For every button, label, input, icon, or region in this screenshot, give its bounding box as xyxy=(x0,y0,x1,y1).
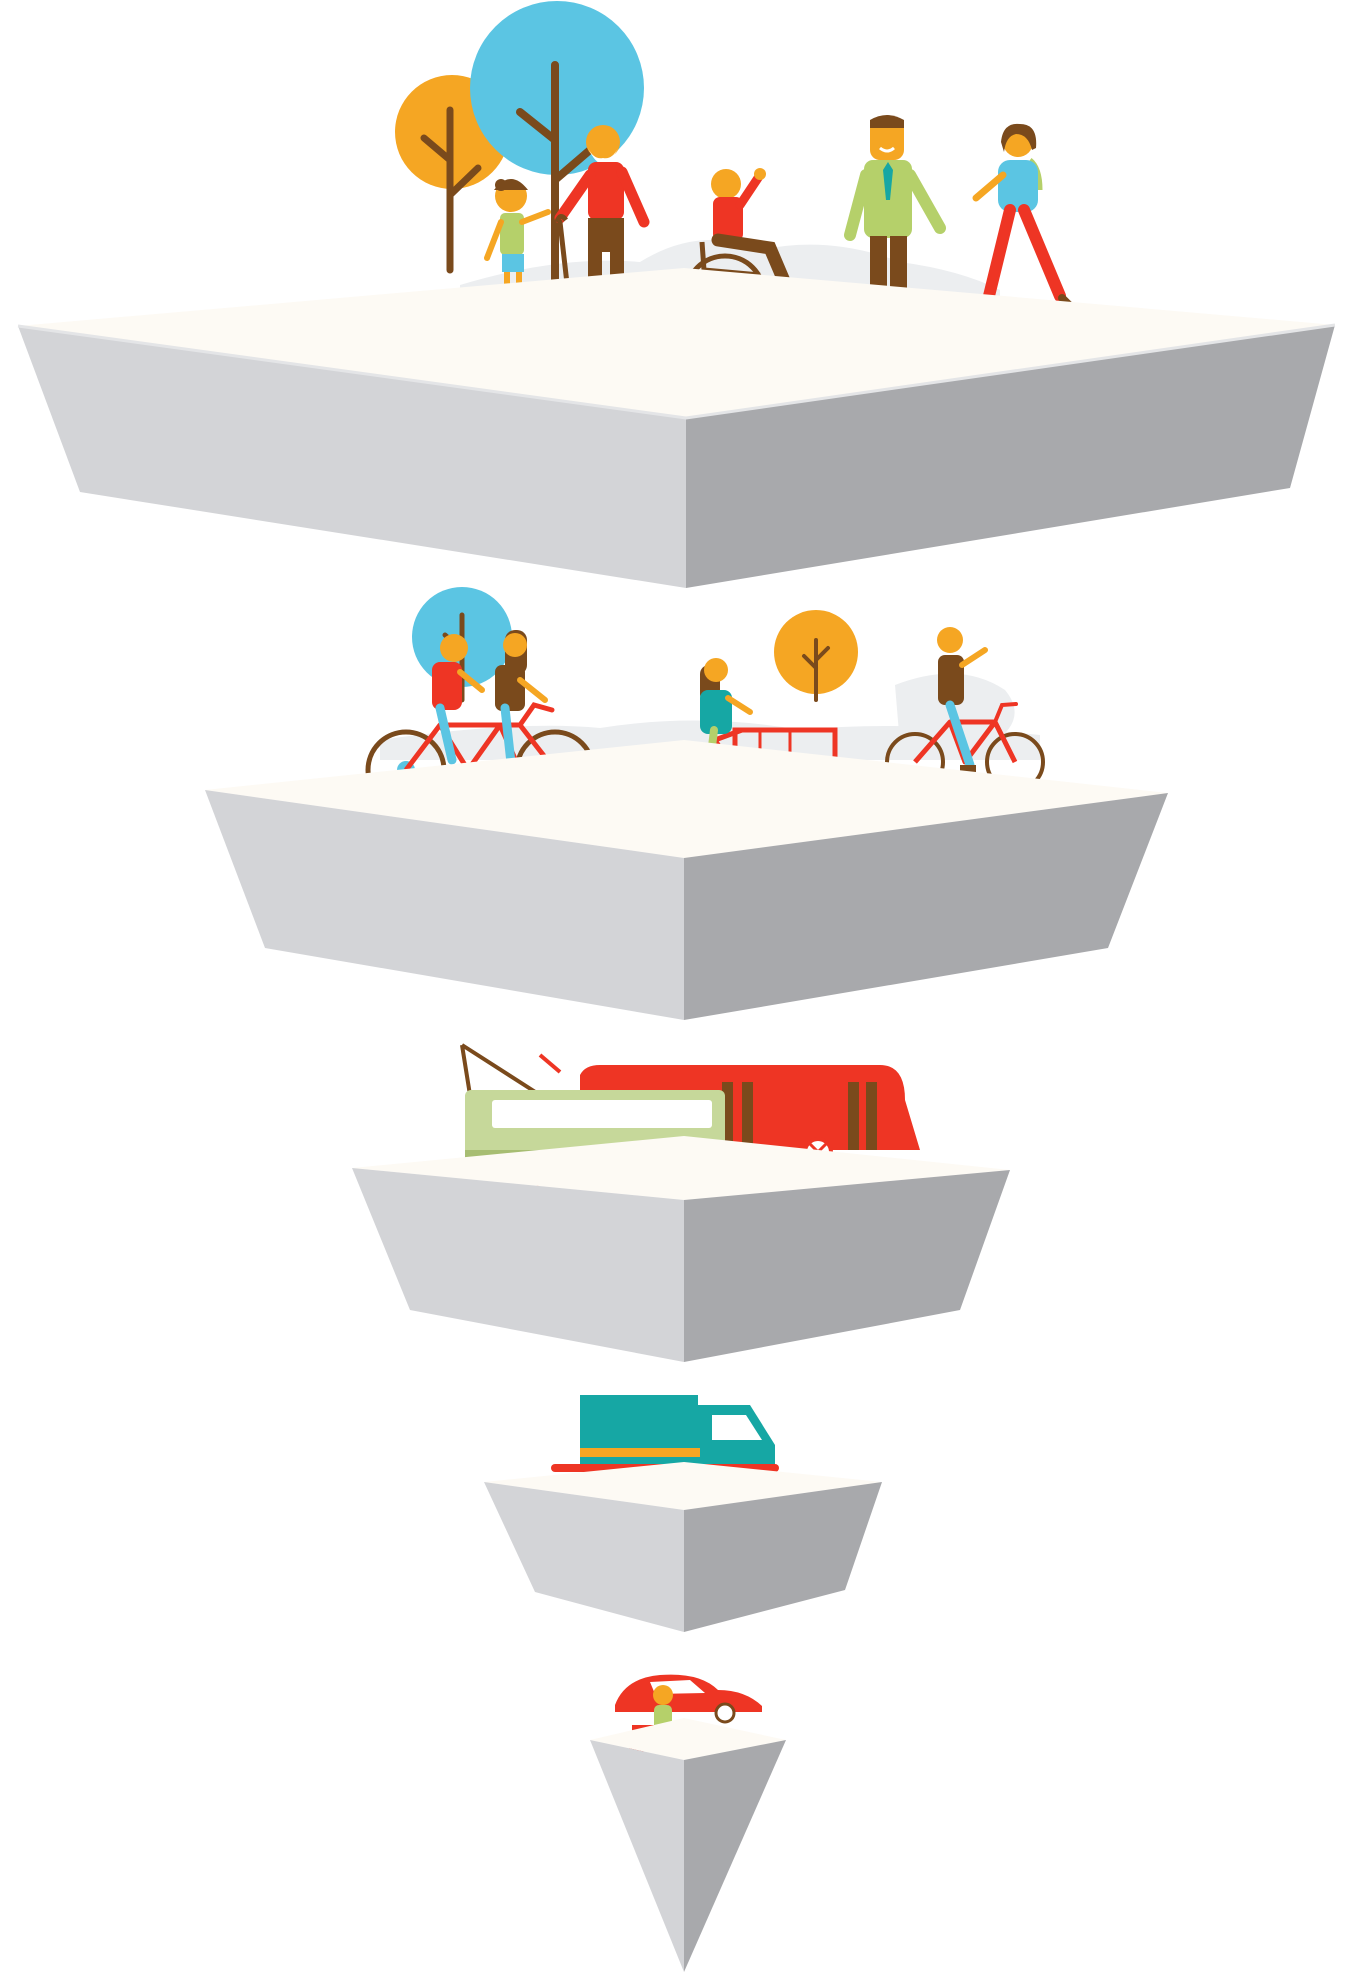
tier-cyclists xyxy=(205,587,1168,1020)
tree-icon xyxy=(774,610,858,700)
tier-public-transport xyxy=(352,1045,1010,1362)
tier-freight xyxy=(484,1395,882,1632)
platform-tier-1 xyxy=(18,268,1335,588)
platform-tier-3 xyxy=(352,1136,1010,1362)
tier-pedestrians xyxy=(18,1,1335,588)
woman-walking-icon xyxy=(975,124,1072,308)
platform-tier-5 xyxy=(590,1718,786,1972)
tier-private-vehicles xyxy=(590,1675,786,1972)
platform-tier-4 xyxy=(484,1462,882,1632)
car-icon xyxy=(615,1675,762,1722)
platform-tier-2 xyxy=(205,740,1168,1020)
